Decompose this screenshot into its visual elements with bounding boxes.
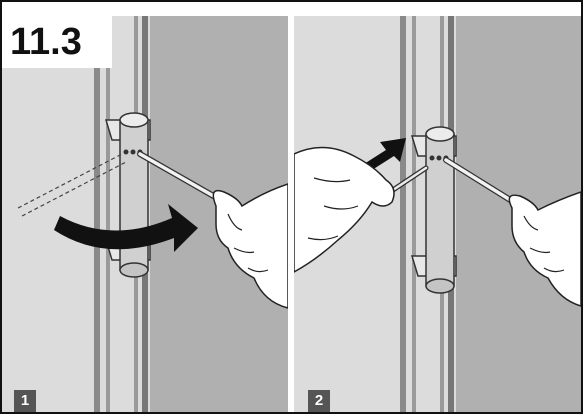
- frame-rail-left: [94, 16, 100, 412]
- panel-1-illustration: [2, 16, 288, 412]
- frame-rail-mid: [412, 16, 416, 412]
- hinge-barrel-base: [120, 263, 148, 277]
- frame-rail-mid: [106, 16, 110, 412]
- panel-2-illustration: [294, 16, 581, 412]
- adjust-hole-icon: [124, 150, 129, 155]
- frame-rail-left: [400, 16, 406, 412]
- adjust-hole-icon: [430, 156, 435, 161]
- left-hand-icon: [294, 147, 394, 272]
- hinge-barrel-base: [426, 279, 454, 293]
- panel-2-number-badge: 2: [308, 390, 330, 412]
- step-number-label: 11.3: [2, 16, 112, 68]
- hinge-insert-illustration: [294, 16, 581, 412]
- hinge-barrel-cap: [120, 113, 148, 127]
- adjust-hole-icon: [437, 156, 442, 161]
- adjust-hole-icon: [131, 150, 136, 155]
- panel-1-number-badge: 1: [14, 390, 36, 412]
- hinge-rotate-illustration: [2, 16, 288, 412]
- hinge-barrel-cap: [426, 127, 454, 141]
